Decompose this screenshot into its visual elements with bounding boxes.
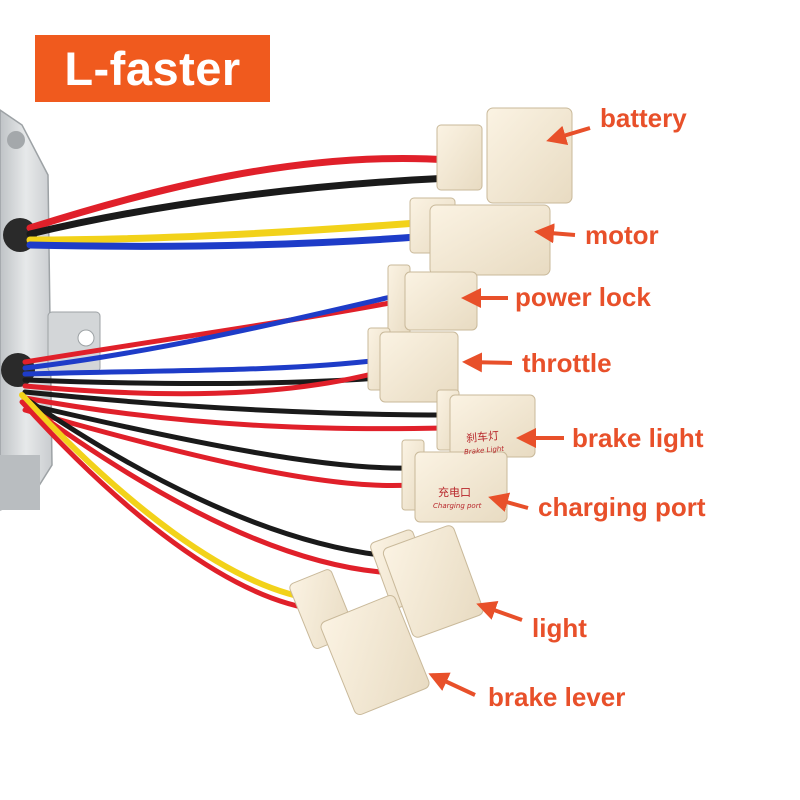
charging-port-connector [401, 439, 508, 523]
battery-connector [436, 107, 573, 204]
light-connector [370, 525, 484, 638]
lower-wire-bundle [19, 293, 448, 613]
label-motor: motor [585, 220, 659, 250]
brand-logo: L-faster [35, 35, 270, 102]
label-power-lock: power lock [515, 282, 651, 312]
upper-wire-bundle [26, 154, 454, 250]
label-light: light [532, 613, 587, 643]
callout-arrows [428, 125, 591, 697]
brake-light-en-print: Brake Light [464, 445, 505, 456]
throttle-connector [367, 327, 459, 403]
charging-en-print: Charging port [433, 502, 482, 510]
controller-housing [0, 109, 101, 511]
label-throttle: throttle [522, 348, 612, 378]
label-battery: battery [600, 103, 687, 133]
brake-lever-connector [289, 569, 430, 716]
power-lock-connector [387, 264, 478, 336]
label-charging-port: charging port [538, 492, 706, 522]
brand-name: L-faster [64, 42, 241, 95]
label-brake-light: brake light [572, 423, 704, 453]
label-brake-lever: brake lever [488, 682, 626, 712]
motor-connector [409, 197, 551, 276]
brake-light-connector [436, 389, 536, 458]
connector-printing: 刹车灯 Brake Light 充电口 Charging port [433, 428, 505, 510]
brake-light-cn-print: 刹车灯 [465, 428, 499, 445]
charging-cn-print: 充电口 [438, 485, 471, 499]
